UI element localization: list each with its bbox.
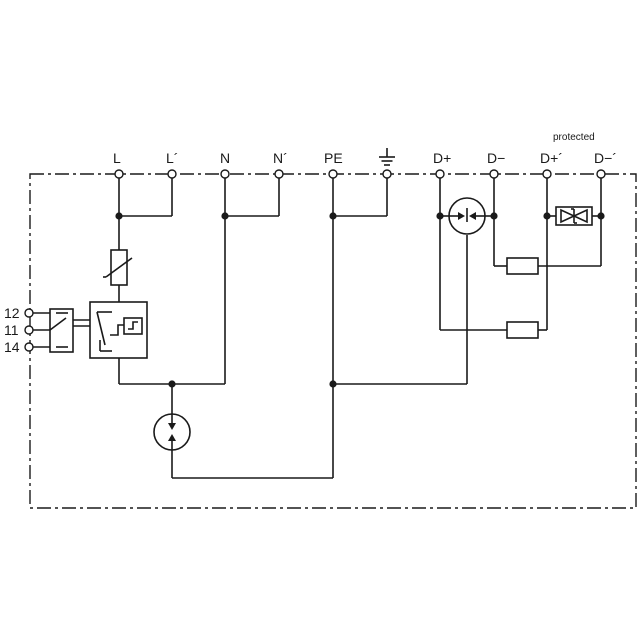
varistor-icon <box>103 249 133 286</box>
suppressor-diode-icon <box>555 206 593 226</box>
terminal-label-d-plus: D+ <box>433 150 451 166</box>
terminal-label-l: L <box>113 150 121 166</box>
terminal-label-14: 14 <box>4 339 20 355</box>
protected-label: protected <box>553 132 595 143</box>
junction-dots <box>115 212 605 388</box>
resistor-d-minus <box>506 257 539 275</box>
terminal-label-d-minus-prime: D−´ <box>594 150 617 166</box>
terminal-label-pe: PE <box>324 150 343 166</box>
gas-discharge-tube-icon <box>153 413 191 451</box>
resistor-d-plus <box>506 321 539 339</box>
terminal-label-11: 11 <box>4 322 19 338</box>
left-terminals <box>24 308 34 352</box>
data-gdt-icon <box>448 197 486 235</box>
terminal-label-d-minus: D− <box>487 150 505 166</box>
top-terminals <box>114 169 606 179</box>
thermal-disconnector-icon <box>89 301 148 359</box>
ground-icon <box>379 148 395 166</box>
terminal-label-12: 12 <box>4 305 20 321</box>
terminal-label-l-prime: L´ <box>166 150 178 166</box>
signalling-contact-icon <box>49 308 74 353</box>
wiring <box>32 174 602 479</box>
terminal-label-d-plus-prime: D+´ <box>540 150 563 166</box>
terminal-label-n-prime: N´ <box>273 150 288 166</box>
terminal-label-n: N <box>220 150 230 166</box>
